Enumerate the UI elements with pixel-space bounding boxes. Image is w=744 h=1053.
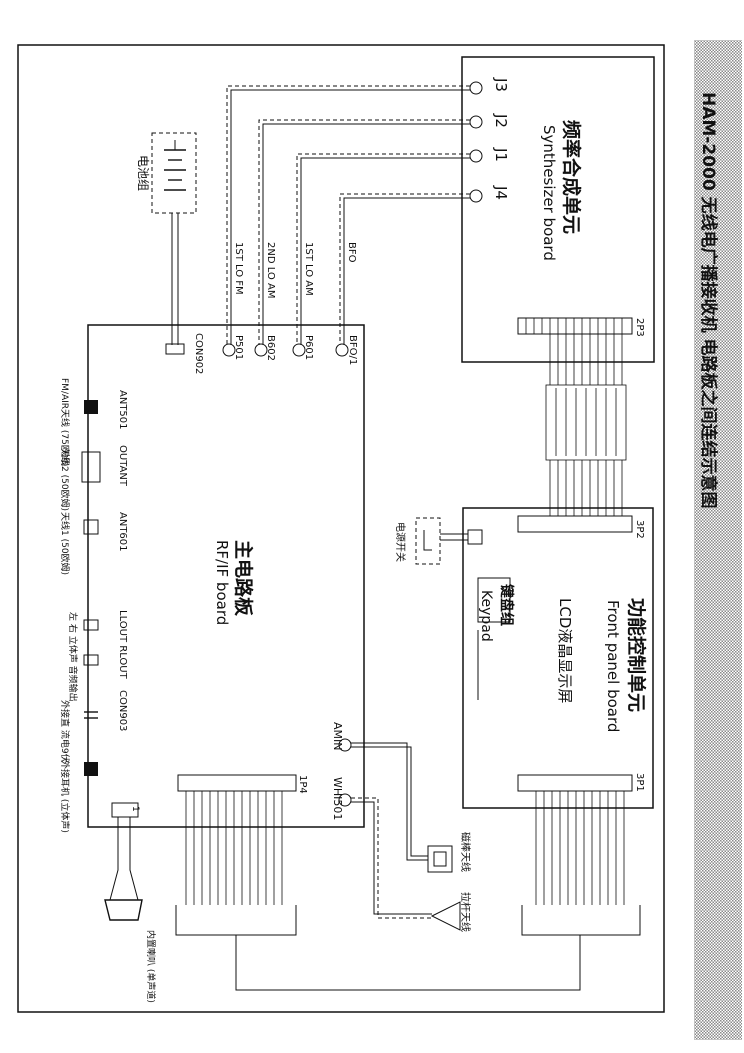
rf-if-board: 主电路板 RF/IF board (87, 324, 365, 828)
page-title: HAM-2000 无线电广播接收机 电路板之间连结示意图 (698, 92, 719, 509)
synthesizer-board: 频率合成单元 Synthesizer board 2P3 (461, 56, 655, 363)
svg-text:左 右 立体声 音频输出: 左 右 立体声 音频输出 (67, 612, 79, 702)
synth-title-en: Synthesizer board (540, 125, 558, 261)
speaker: 1 内置喇叭 (单声道) (104, 802, 157, 1003)
port-ant501: ANT501 FM/AIR天线 (75欧姆) (59, 378, 128, 466)
signal-2nd-lo-am: 2ND LO AM (265, 242, 276, 298)
ribbon-2p3-3p2 (545, 334, 627, 516)
synth-title-cn: 频率合成单元 (560, 120, 583, 234)
svg-text:ANT601: ANT601 (117, 512, 128, 552)
keypad-cn: 键盘组 (498, 583, 515, 626)
svg-text:P601: P601 (303, 335, 314, 360)
port-con902: CON902 (165, 333, 204, 374)
port-ant601: ANT601 天线1 (50欧姆) (59, 512, 128, 575)
battery-pack: 电池组 (136, 132, 197, 345)
rf-title-en: RF/IF board (213, 540, 231, 625)
outer-frame (17, 44, 665, 1013)
svg-text:WHI501: WHI501 (331, 777, 344, 820)
svg-text:LLOUT RLOUT: LLOUT RLOUT (117, 610, 128, 680)
jack-j1: J1 (469, 147, 510, 163)
svg-text:B602: B602 (265, 335, 276, 361)
svg-text:J1: J1 (492, 147, 510, 162)
keypad-en: Keypad (478, 590, 494, 642)
synth-connector: 2P3 (634, 318, 645, 337)
svg-text:BFO/1: BFO/1 (347, 335, 358, 365)
svg-text:磁棒天线: 磁棒天线 (459, 832, 472, 872)
svg-text:FM/AIR天线 (75欧姆): FM/AIR天线 (75欧姆) (59, 378, 71, 466)
svg-text:天线2 (50欧姆): 天线2 (50欧姆) (59, 448, 71, 511)
jack-j3: J3 (469, 77, 510, 95)
jack-j4: J4 (469, 185, 510, 203)
power-switch: 电源开关 (394, 517, 483, 565)
front-connector-3p2: 3P2 (634, 520, 645, 539)
front-title-en: Front panel board (604, 600, 622, 732)
port-headphone: 外接耳机 (立体声) (59, 760, 98, 833)
signal-1st-lo-am: 1ST LO AM (303, 242, 314, 296)
port-bfo1: BFO/1 (335, 335, 358, 365)
svg-text:J3: J3 (492, 77, 510, 92)
svg-text:CON903: CON903 (117, 690, 128, 731)
port-p501: P501 (222, 335, 244, 360)
svg-text:天线1 (50欧姆): 天线1 (50欧姆) (59, 512, 71, 575)
svg-text:AMIN: AMIN (331, 722, 344, 751)
svg-text:1: 1 (130, 806, 140, 812)
port-b602: B602 (254, 335, 276, 361)
port-outant: OUTANT 天线2 (50欧姆) (59, 445, 128, 511)
signal-1st-lo-fm: 1ST LO FM (233, 242, 244, 295)
rod-antenna: 拉杆天线 (430, 892, 472, 932)
power-switch-label: 电源开关 (394, 522, 407, 562)
svg-text:拉杆天线: 拉杆天线 (459, 892, 472, 932)
signal-bfo: BFO (346, 242, 357, 263)
svg-text:CON902: CON902 (193, 333, 204, 374)
title-stripe (694, 40, 742, 1040)
jack-j2: J2 (469, 113, 510, 129)
port-p601: P601 (292, 335, 314, 360)
port-amin: AMIN (331, 722, 352, 752)
battery-label: 电池组 (136, 155, 150, 191)
svg-text:J4: J4 (492, 185, 510, 200)
svg-text:外接直 流电9伏: 外接直 流电9伏 (59, 700, 71, 763)
front-panel-board: 功能控制单元 Front panel board LCD液晶显示屏 键盘组 Ke… (462, 507, 654, 809)
lcd-label: LCD液晶显示屏 (556, 598, 574, 703)
port-audio-out: LLOUT RLOUT 左 右 立体声 音频输出 (67, 610, 128, 702)
front-connector-3p1: 3P1 (634, 773, 645, 792)
svg-text:内置喇叭 (单声道): 内置喇叭 (单声道) (145, 930, 157, 1003)
svg-text:ANT501: ANT501 (117, 390, 128, 430)
svg-text:OUTANT: OUTANT (117, 445, 128, 487)
ribbon-3p1 (521, 791, 641, 936)
connector-1p4: 1P4 (175, 774, 581, 991)
svg-text:P501: P501 (233, 335, 244, 360)
front-title-cn: 功能控制单元 (625, 598, 648, 712)
port-con903: CON903 外接直 流电9伏 (59, 690, 128, 763)
svg-text:J2: J2 (492, 113, 510, 128)
svg-text:外接耳机 (立体声): 外接耳机 (立体声) (59, 760, 71, 833)
svg-text:1P4: 1P4 (297, 775, 308, 794)
loop-antenna: 磁棒天线 (427, 832, 472, 873)
rf-title-cn: 主电路板 (232, 540, 255, 617)
port-whi501: WHI501 (331, 777, 352, 820)
